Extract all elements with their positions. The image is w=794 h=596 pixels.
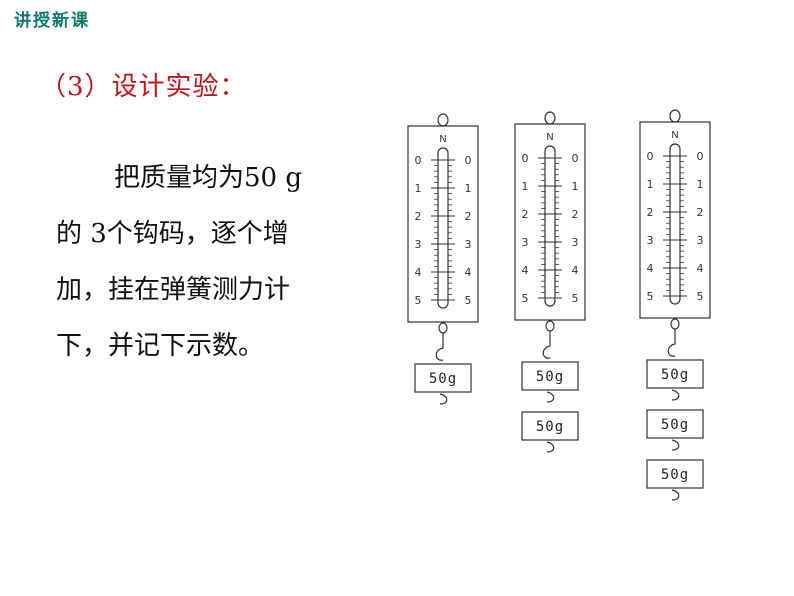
description-line-1: 把质量均为50 g (114, 163, 302, 193)
scale-2-tick-label-left: 0 (522, 152, 529, 165)
mass-3-1-hook (671, 389, 680, 401)
scale-1-tick-label-right: 0 (465, 154, 472, 167)
mass-1-1-label: 50g (429, 371, 457, 387)
scale-3-tick-label-right: 5 (697, 290, 704, 303)
scale-2-tick-label-left: 5 (522, 292, 529, 305)
mass-2-1-label: 50g (536, 369, 564, 385)
scale-2-body (514, 123, 586, 321)
mass-3-2 (646, 409, 704, 439)
scale-2-tick-label-left: 3 (522, 236, 529, 249)
mass-3-2-hook (671, 439, 680, 451)
description-line-3: 加，挂在弹簧测力计 (56, 275, 291, 305)
scale-2-tick-label-left: 1 (522, 180, 529, 193)
scale-3-tick-label-right: 1 (697, 178, 704, 191)
scale-2-tick-label-left: 4 (522, 264, 529, 277)
scale-1-tick-label-left: 1 (415, 182, 422, 195)
mass-1-1 (414, 363, 472, 393)
scale-3-tube (669, 143, 681, 305)
scale-1-tick-label-left: 4 (415, 266, 422, 279)
scale-3-tick-label-left: 5 (647, 290, 654, 303)
scale-2-tick-label-right: 3 (572, 236, 579, 249)
mass-3-3-label: 50g (661, 467, 689, 483)
mass-3-1-label: 50g (661, 367, 689, 383)
scale-3-tick-label-left: 1 (647, 178, 654, 191)
scale-3-tick-label-right: 0 (697, 150, 704, 163)
scale-3-tick-label-left: 3 (647, 234, 654, 247)
scale-1-tick-label-right: 5 (465, 294, 472, 307)
scale-3-unit: N (671, 130, 678, 141)
scale-1-tick-label-right: 1 (465, 182, 472, 195)
scale-2-bottom-ring (545, 320, 555, 332)
scale-3-tick-label-right: 2 (697, 206, 704, 219)
scale-1-tube (437, 147, 449, 309)
scale-2-hook (542, 331, 551, 359)
description-line-2: 的 3个钩码，逐个增 (56, 219, 289, 249)
mass-3-1 (646, 359, 704, 389)
mass-2-2-hook (546, 441, 555, 453)
mass-2-1-hook (546, 391, 555, 403)
mass-3-3-hook (671, 489, 680, 501)
scale-3-ring (669, 109, 681, 123)
scale-3-body (639, 121, 711, 319)
scale-1-tick-label-left: 5 (415, 294, 422, 307)
scale-3-tick-label-left: 4 (647, 262, 654, 275)
scale-2-tick-label-right: 4 (572, 264, 579, 277)
scale-1-tick-label-left: 3 (415, 238, 422, 251)
scale-2-tube (544, 145, 556, 307)
scale-3-tick-label-right: 4 (697, 262, 704, 275)
scale-3-tick-label-left: 2 (647, 206, 654, 219)
scale-3-hook (667, 329, 676, 357)
scale-3-bottom-ring (670, 318, 680, 330)
mass-3-2-label: 50g (661, 417, 689, 433)
scale-1-tick-label-right: 4 (465, 266, 472, 279)
scale-3-tick-label-left: 0 (647, 150, 654, 163)
scale-3-tick-label-right: 3 (697, 234, 704, 247)
scale-2-tick-label-right: 0 (572, 152, 579, 165)
scale-1-unit: N (439, 134, 446, 145)
scale-1-bottom-ring (438, 322, 448, 334)
mass-2-1 (521, 361, 579, 391)
scale-1-ring (437, 113, 449, 127)
scale-2-ring (544, 111, 556, 125)
scale-2-tick-label-left: 2 (522, 208, 529, 221)
lesson-header-tag: 讲授新课 (14, 11, 90, 31)
description-line-4: 下，并记下示数。 (56, 331, 265, 361)
experiment-description: 把质量均为50 g 的 3个钩码，逐个增 加，挂在弹簧测力计 下，并记下示数。 (56, 150, 346, 374)
mass-2-2 (521, 411, 579, 441)
scale-1-tick-label-left: 0 (415, 154, 422, 167)
mass-3-3 (646, 459, 704, 489)
mass-1-1-hook (439, 393, 448, 405)
spring-scale-diagram: N 0 0 1 1 2 2 3 3 4 4 5 5 50g N 0 0 1 1 2 2 3 3 4 4 5 5 50g 50g N 0 0 1 1… (407, 109, 711, 501)
section-title: （3）设计实验： (40, 72, 247, 102)
scale-2-tick-label-right: 5 (572, 292, 579, 305)
mass-2-2-label: 50g (536, 419, 564, 435)
scale-2-unit: N (546, 132, 553, 143)
scale-1-hook (435, 333, 444, 361)
scale-2-tick-label-right: 2 (572, 208, 579, 221)
scale-1-tick-label-right: 3 (465, 238, 472, 251)
scale-2-tick-label-right: 1 (572, 180, 579, 193)
scale-1-tick-label-right: 2 (465, 210, 472, 223)
scale-1-body (407, 125, 479, 323)
scale-1-tick-label-left: 2 (415, 210, 422, 223)
